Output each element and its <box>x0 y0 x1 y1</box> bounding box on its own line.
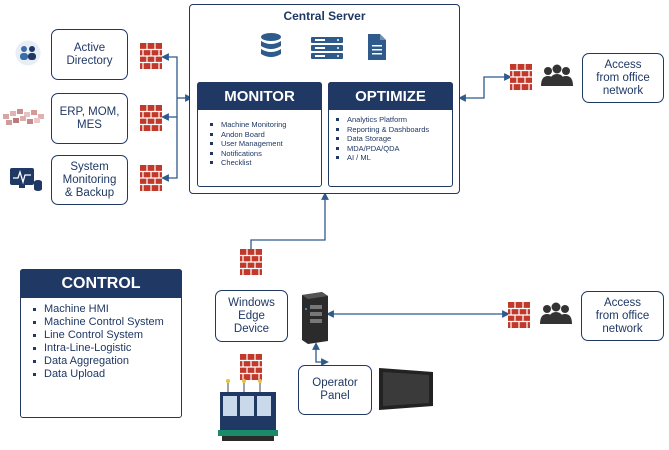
list-item: Andon Board <box>210 130 286 140</box>
firewall-icon <box>240 354 262 380</box>
control-title: CONTROL <box>20 269 182 298</box>
windows-edge-device-label: Windows Edge Device <box>228 296 275 335</box>
server-icon <box>311 37 343 59</box>
access-box-top: Access from office network <box>582 53 664 103</box>
access-box-bottom: Access from office network <box>581 291 664 341</box>
firewall-icon <box>240 249 262 275</box>
list-item: Reporting & Dashboards <box>336 125 448 135</box>
database-icon <box>261 33 281 57</box>
system-monitoring-box: System Monitoring & Backup <box>51 155 128 205</box>
active-directory-box: Active Directory <box>51 29 128 80</box>
monitor-graph-icon <box>10 168 42 191</box>
list-item: User Management <box>210 139 286 149</box>
list-item: MDA/PDA/QDA <box>336 144 448 154</box>
access-label-top: Access from office network <box>596 58 650 97</box>
list-item: Intra-Line-Logistic <box>33 342 178 355</box>
list-item: Data Storage <box>336 134 448 144</box>
list-item: Machine HMI <box>33 303 178 316</box>
users-circle-icon <box>15 40 41 66</box>
windows-edge-device-box: Windows Edge Device <box>215 290 288 342</box>
firewall-icon <box>140 43 162 69</box>
firewall-icon <box>140 105 162 131</box>
list-item: Checklist <box>210 158 286 168</box>
monitor-list: Machine Monitoring Andon Board User Mana… <box>210 120 286 168</box>
active-directory-label: Active Directory <box>66 41 113 67</box>
firewall-icon <box>508 302 530 328</box>
list-item: Data Aggregation <box>33 355 178 368</box>
document-icon <box>368 34 386 60</box>
users-icon <box>540 302 572 324</box>
list-item: Notifications <box>210 149 286 159</box>
operator-panel-label: Operator Panel <box>312 377 358 402</box>
machine-line-icon <box>218 379 278 441</box>
operator-panel-box: Operator Panel <box>298 365 372 415</box>
optimize-list: Analytics Platform Reporting & Dashboard… <box>336 115 448 163</box>
list-item: Analytics Platform <box>336 115 448 125</box>
erp-mom-mes-label: ERP, MOM, MES <box>59 105 120 131</box>
erp-mom-mes-box: ERP, MOM, MES <box>51 93 128 144</box>
central-server-title: Central Server <box>283 9 366 23</box>
list-item: Machine Control System <box>33 316 178 329</box>
monitor-title: MONITOR <box>197 82 322 110</box>
system-monitoring-label: System Monitoring & Backup <box>62 160 117 199</box>
edge-device-icon <box>302 292 328 344</box>
optimize-title: OPTIMIZE <box>328 82 453 110</box>
firewall-icon <box>510 64 532 90</box>
control-list: Machine HMI Machine Control System Line … <box>33 303 178 381</box>
touch-panel-icon <box>379 368 433 410</box>
list-item: Machine Monitoring <box>210 120 286 130</box>
firewall-icon <box>140 165 162 191</box>
list-item: Data Upload <box>33 368 178 381</box>
list-item: Line Control System <box>33 329 178 342</box>
list-item: AI / ML <box>336 153 448 163</box>
access-label-bottom: Access from office network <box>595 296 650 335</box>
erp-modules-icon <box>3 109 44 125</box>
users-icon <box>541 64 573 86</box>
